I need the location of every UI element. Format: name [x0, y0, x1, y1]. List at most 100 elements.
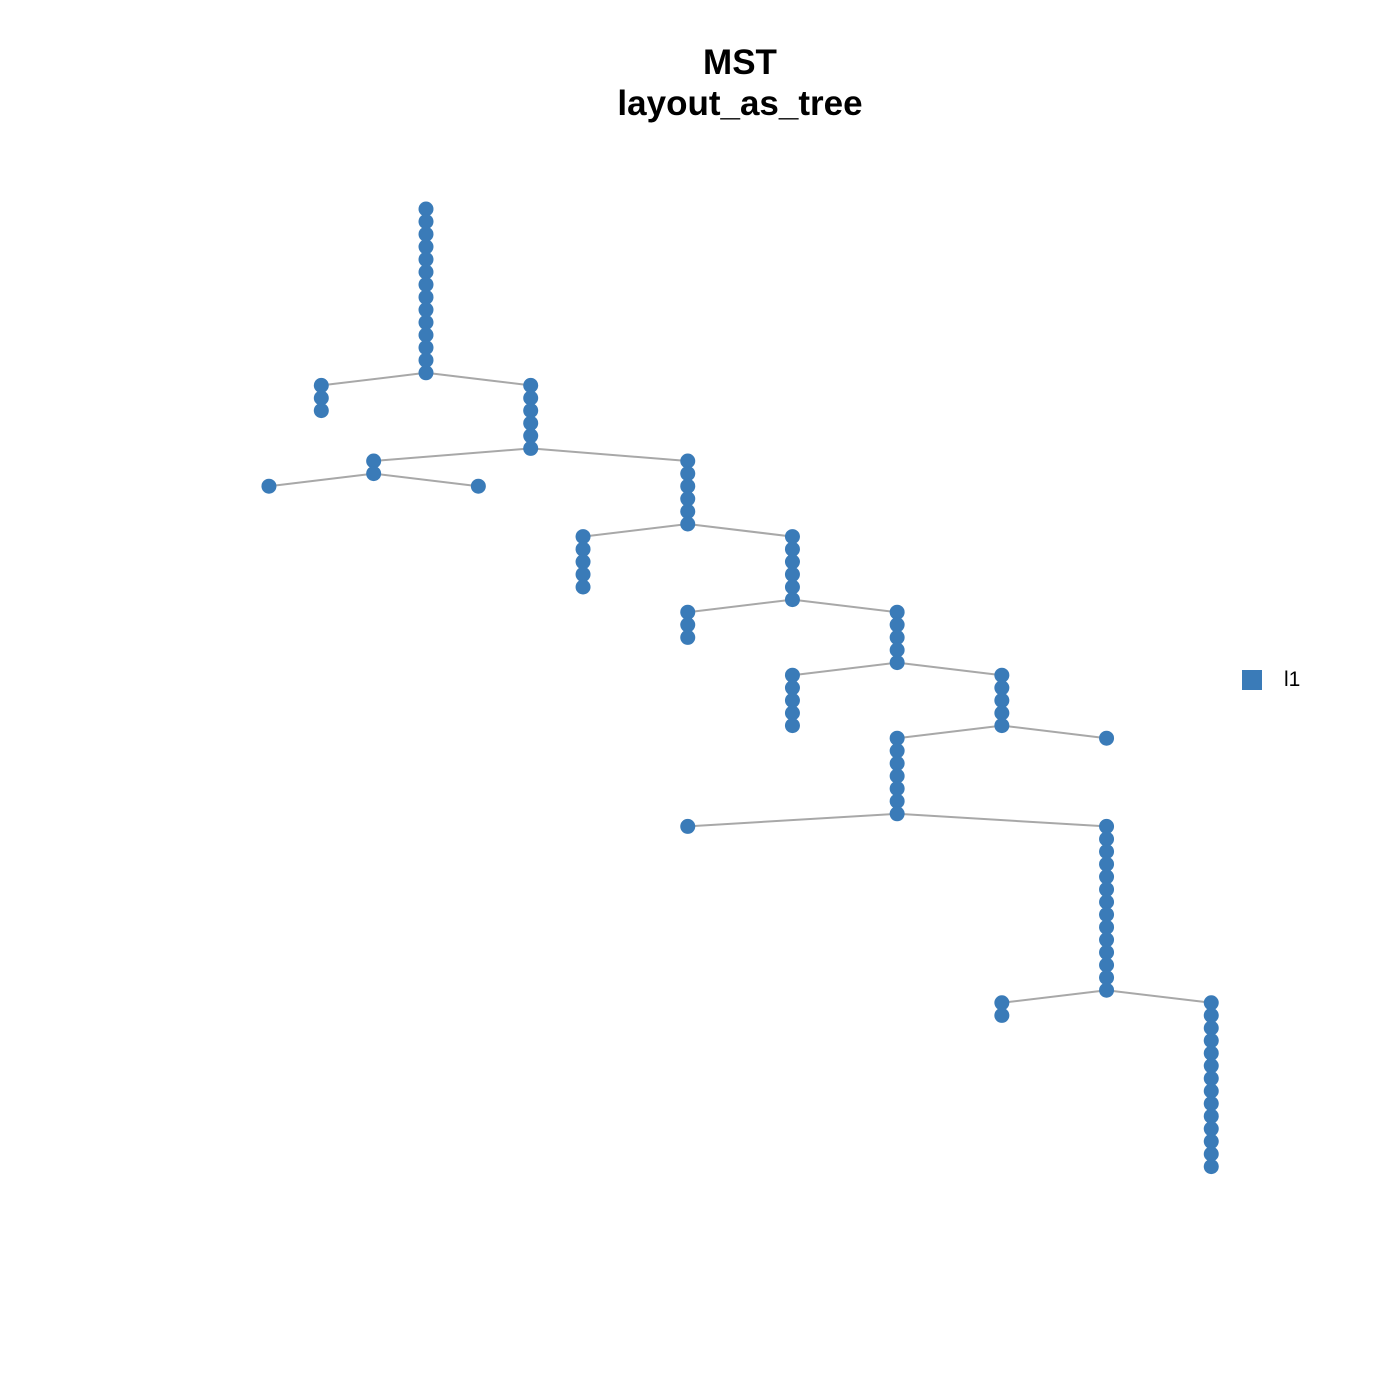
tree-node	[418, 251, 434, 267]
tree-node	[994, 692, 1010, 708]
tree-node	[575, 566, 591, 582]
tree-node	[889, 781, 905, 797]
tree-node	[784, 692, 800, 708]
tree-node	[994, 995, 1010, 1011]
tree-edge	[1001, 724, 1107, 740]
tree-node	[680, 503, 696, 519]
tree-node	[1203, 1146, 1219, 1162]
tree-node	[889, 730, 905, 746]
tree-node	[1099, 982, 1115, 998]
tree-node	[313, 403, 329, 419]
tree-node	[680, 516, 696, 532]
tree-edge	[792, 598, 898, 614]
tree-node	[889, 755, 905, 771]
tree-node	[418, 239, 434, 255]
tree-node	[784, 529, 800, 545]
tree-node	[261, 478, 277, 494]
tree-node	[889, 743, 905, 759]
tree-node	[994, 705, 1010, 721]
tree-node	[1099, 844, 1115, 860]
tree-node	[994, 1007, 1010, 1023]
tree-node	[313, 377, 329, 393]
tree-node	[418, 277, 434, 293]
tree-node	[1203, 1070, 1219, 1086]
tree-node	[994, 718, 1010, 734]
tree-edge	[792, 661, 898, 677]
tree-node	[1099, 730, 1115, 746]
tree-node	[418, 214, 434, 230]
tree-node	[994, 667, 1010, 683]
tree-edge	[897, 661, 1002, 677]
tree-node	[523, 440, 539, 456]
tree-node	[575, 541, 591, 557]
tree-node	[1203, 1096, 1219, 1112]
tree-node	[889, 642, 905, 658]
tree-node	[1203, 1133, 1219, 1149]
tree-node	[680, 629, 696, 645]
tree-node	[889, 629, 905, 645]
tree-node	[1099, 881, 1115, 897]
tree-node	[418, 289, 434, 305]
tree-node	[680, 491, 696, 507]
tree-node	[523, 390, 539, 406]
tree-node	[366, 466, 382, 482]
tree-node	[418, 327, 434, 343]
tree-node	[1099, 831, 1115, 847]
tree-node	[1203, 1108, 1219, 1124]
tree-edge	[373, 447, 531, 462]
tree-edge	[687, 523, 793, 538]
tree-node	[313, 390, 329, 406]
tree-edge	[582, 523, 688, 538]
tree-node	[680, 478, 696, 494]
tree-edge	[687, 598, 793, 614]
legend: l1	[1242, 668, 1300, 692]
tree-node	[1203, 1020, 1219, 1036]
tree-nodes	[261, 201, 1219, 1175]
tree-node	[1203, 1058, 1219, 1074]
tree-node	[1099, 919, 1115, 935]
tree-edge	[897, 812, 1107, 828]
tree-node	[418, 302, 434, 318]
tree-node	[889, 604, 905, 620]
tree-node	[784, 541, 800, 557]
tree-node	[575, 554, 591, 570]
tree-node	[784, 579, 800, 595]
diagram-title: MST	[703, 43, 777, 82]
tree-node	[1203, 995, 1219, 1011]
tree-edge	[425, 371, 531, 387]
tree-node	[418, 352, 434, 368]
tree-node	[523, 403, 539, 419]
tree-edge	[530, 447, 688, 462]
tree-node	[418, 365, 434, 381]
tree-node	[418, 314, 434, 330]
tree-edge	[268, 472, 374, 488]
tree-node	[575, 579, 591, 595]
tree-node	[889, 768, 905, 784]
tree-node	[784, 592, 800, 608]
tree-edge	[321, 371, 427, 387]
tree-node	[680, 604, 696, 620]
tree-node	[1099, 957, 1115, 973]
tree-node	[1203, 1007, 1219, 1023]
tree-node	[1099, 932, 1115, 948]
tree-node	[575, 529, 591, 545]
tree-node	[784, 718, 800, 734]
tree-node	[784, 705, 800, 721]
tree-node	[366, 453, 382, 469]
legend-label-l1: l1	[1284, 668, 1301, 691]
tree-node	[889, 793, 905, 809]
tree-node	[1099, 869, 1115, 885]
tree-edge	[1001, 989, 1107, 1004]
tree-node	[680, 818, 696, 834]
tree-node	[889, 655, 905, 671]
tree-node	[1203, 1121, 1219, 1137]
tree-node	[418, 340, 434, 356]
tree-node	[1099, 907, 1115, 923]
tree-node	[994, 680, 1010, 696]
tree-node	[1203, 1083, 1219, 1099]
tree-node	[523, 428, 539, 444]
tree-edge	[373, 472, 479, 488]
tree-node	[680, 617, 696, 633]
tree-node	[1099, 970, 1115, 986]
tree-node	[523, 415, 539, 431]
